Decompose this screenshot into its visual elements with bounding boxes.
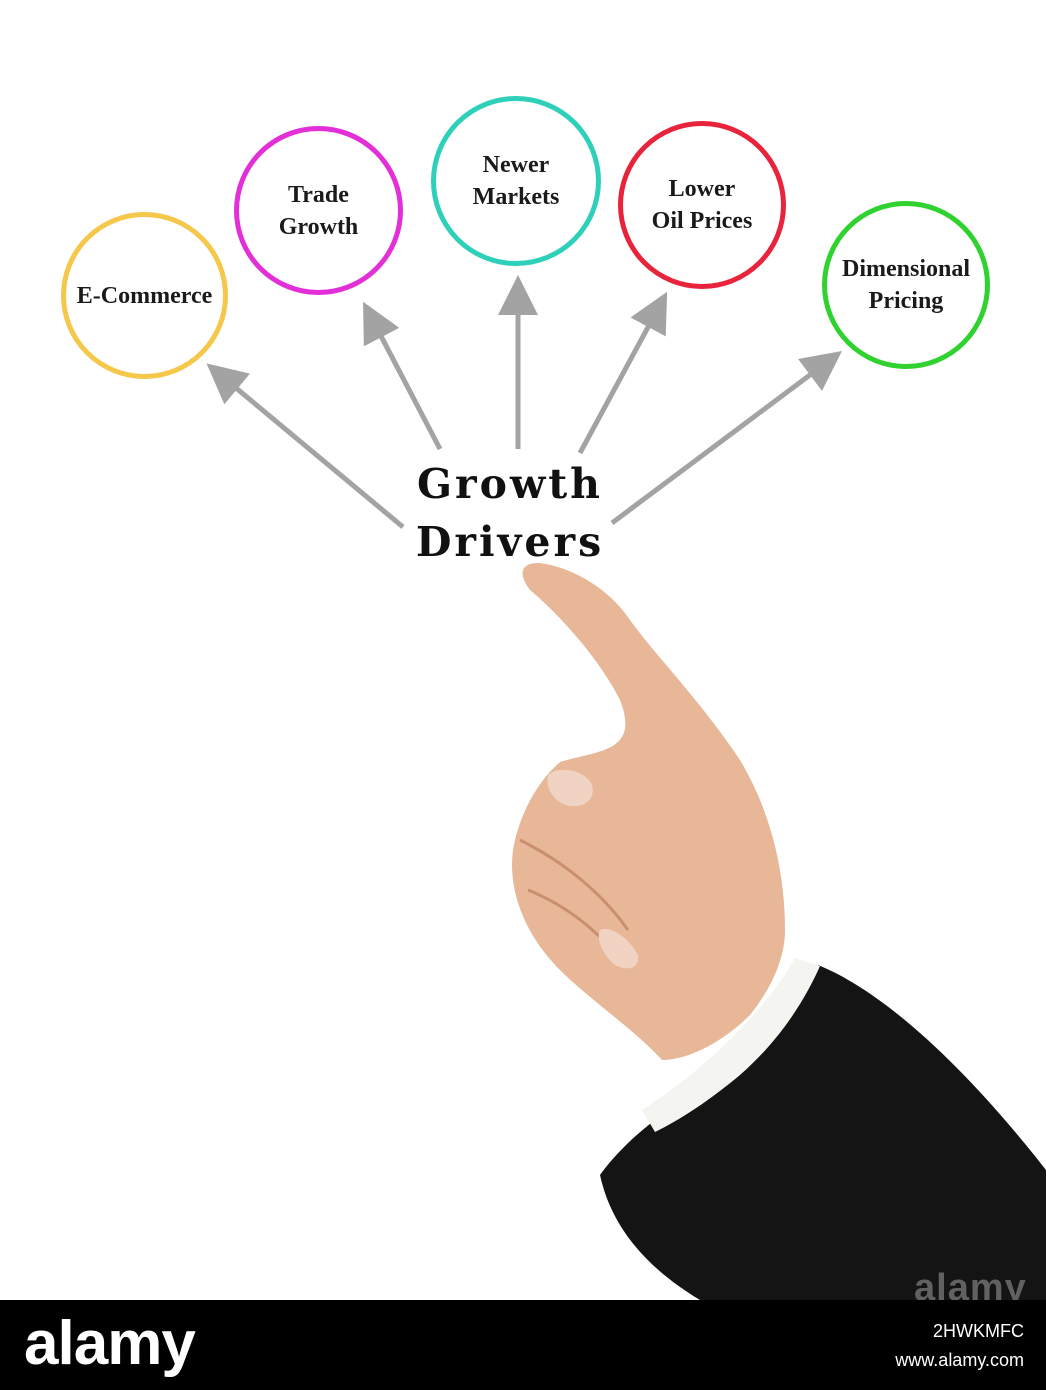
driver-label: E-Commerce: [76, 282, 213, 309]
driver-label: Lower Oil Prices: [651, 176, 753, 234]
pointing-hand-illustration: [512, 562, 1046, 1300]
arrow-to-dimensional-pricing: [610, 351, 843, 526]
fingernail: [598, 929, 639, 969]
footer-bar: alamy 2HWKMFC www.alamy.com: [0, 1300, 1046, 1390]
arrow-to-lower-oil-prices: [577, 291, 668, 455]
driver-circle-dimensional-pricing: Dimensional Pricing: [822, 201, 990, 369]
footer-url: www.alamy.com: [895, 1350, 1024, 1370]
arrow-to-e-commerce: [206, 363, 405, 529]
arrow-to-trade-growth: [363, 301, 443, 451]
hand-fist: [512, 562, 785, 1060]
finger-crease: [519, 838, 630, 931]
diagram-canvas: E-Commerce Trade Growth Newer Markets Lo…: [61, 96, 1046, 1309]
footer-logo: alamy: [24, 1309, 196, 1378]
thumb-nail: [547, 769, 593, 807]
driver-circle-e-commerce: E-Commerce: [61, 212, 228, 379]
driver-label: Newer Markets: [472, 152, 560, 210]
driver-circle-trade-growth: Trade Growth: [234, 126, 403, 295]
arrows-layer: [206, 275, 843, 529]
suit-sleeve: [600, 965, 1046, 1300]
driver-label: Trade Growth: [278, 181, 359, 240]
shirt-cuff: [642, 958, 820, 1132]
footer-image-id: 2HWKMFC: [933, 1321, 1024, 1341]
driver-circle-lower-oil-prices: Lower Oil Prices: [618, 121, 786, 289]
driver-label: Dimensional Pricing: [841, 256, 970, 314]
driver-circle-newer-markets: Newer Markets: [431, 96, 601, 266]
center-title: Growth Drivers: [415, 460, 605, 566]
